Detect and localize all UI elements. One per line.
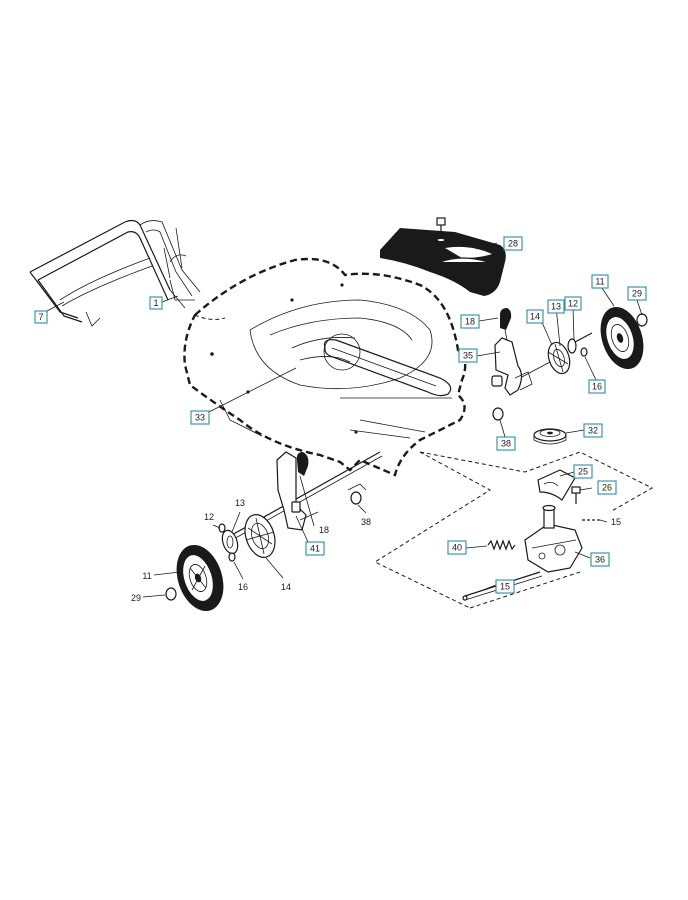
svg-text:7: 7 — [38, 312, 43, 322]
wheel-cap-front — [350, 491, 362, 505]
callout-32: 32 — [583, 423, 603, 438]
svg-text:14: 14 — [530, 312, 540, 322]
svg-text:36: 36 — [595, 555, 605, 565]
svg-text:40: 40 — [452, 543, 462, 553]
svg-text:12: 12 — [568, 299, 578, 309]
svg-text:1: 1 — [153, 298, 158, 308]
callout-15-gearbox: 15 — [611, 517, 621, 527]
callout-41: 41 — [305, 541, 325, 556]
callout-1: 1 — [149, 296, 163, 310]
callout-18-rear: 18 — [460, 314, 480, 329]
svg-text:25: 25 — [578, 467, 588, 477]
left-wheel-assembly — [165, 514, 276, 612]
callout-15-axle: 15 — [495, 579, 515, 594]
callout-16-rear: 16 — [588, 379, 606, 394]
callout-13-rear: 13 — [547, 299, 565, 314]
drive-belt — [323, 339, 452, 397]
right-wheel-assembly — [519, 306, 648, 379]
plain-callouts: 13 12 18 38 11 29 16 14 15 — [131, 498, 621, 603]
callout-40: 40 — [447, 540, 467, 555]
callout-12-front: 12 — [204, 512, 214, 522]
callout-29-front: 29 — [131, 593, 141, 603]
handle-assembly — [29, 219, 201, 327]
height-adjust-lever-front — [276, 451, 319, 531]
spring — [487, 539, 516, 551]
handle-lower-bracket — [169, 279, 195, 301]
callout-12-rear: 12 — [564, 296, 582, 311]
svg-text:33: 33 — [195, 413, 205, 423]
callout-7: 7 — [34, 310, 48, 324]
callout-26: 26 — [597, 480, 617, 495]
callout-38-front: 38 — [361, 517, 371, 527]
callout-28: 28 — [503, 236, 523, 251]
svg-text:16: 16 — [592, 382, 602, 392]
callout-14-rear: 14 — [526, 309, 544, 324]
leader-lines — [46, 242, 643, 598]
svg-text:41: 41 — [310, 544, 320, 554]
svg-text:35: 35 — [463, 351, 473, 361]
svg-text:11: 11 — [595, 277, 604, 287]
callout-14-front: 14 — [281, 582, 291, 592]
callout-25: 25 — [573, 464, 593, 479]
callout-29-rear: 29 — [627, 286, 647, 301]
callout-36: 36 — [590, 552, 610, 567]
svg-text:38: 38 — [501, 439, 511, 449]
callout-35: 35 — [458, 348, 478, 363]
deck-bracket-small — [347, 483, 367, 491]
pulley — [533, 428, 567, 445]
gearbox-dashed-outline — [373, 451, 654, 609]
rear-cover — [380, 217, 506, 296]
gearbox — [524, 504, 600, 573]
callout-16-front: 16 — [238, 582, 248, 592]
boxed-callouts: 7 1 28 18 35 33 38 11 29 13 12 14 16 32 … — [34, 236, 647, 594]
svg-text:18: 18 — [465, 317, 475, 327]
callout-33: 33 — [190, 410, 210, 425]
gearbox-bracket — [537, 469, 581, 504]
wheel-cap-rear — [492, 407, 504, 421]
callout-11-front: 11 — [142, 571, 151, 581]
height-adjust-lever-rear — [491, 308, 533, 396]
callout-13-front: 13 — [235, 498, 245, 508]
callout-38-rear: 38 — [496, 436, 516, 451]
svg-text:15: 15 — [500, 582, 510, 592]
svg-text:26: 26 — [602, 483, 612, 493]
svg-text:28: 28 — [508, 239, 518, 249]
callout-18-front: 18 — [319, 525, 329, 535]
callout-11-rear: 11 — [591, 274, 609, 289]
svg-text:32: 32 — [588, 426, 598, 436]
svg-text:29: 29 — [632, 289, 642, 299]
svg-text:13: 13 — [551, 302, 561, 312]
mower-deck — [183, 257, 467, 477]
